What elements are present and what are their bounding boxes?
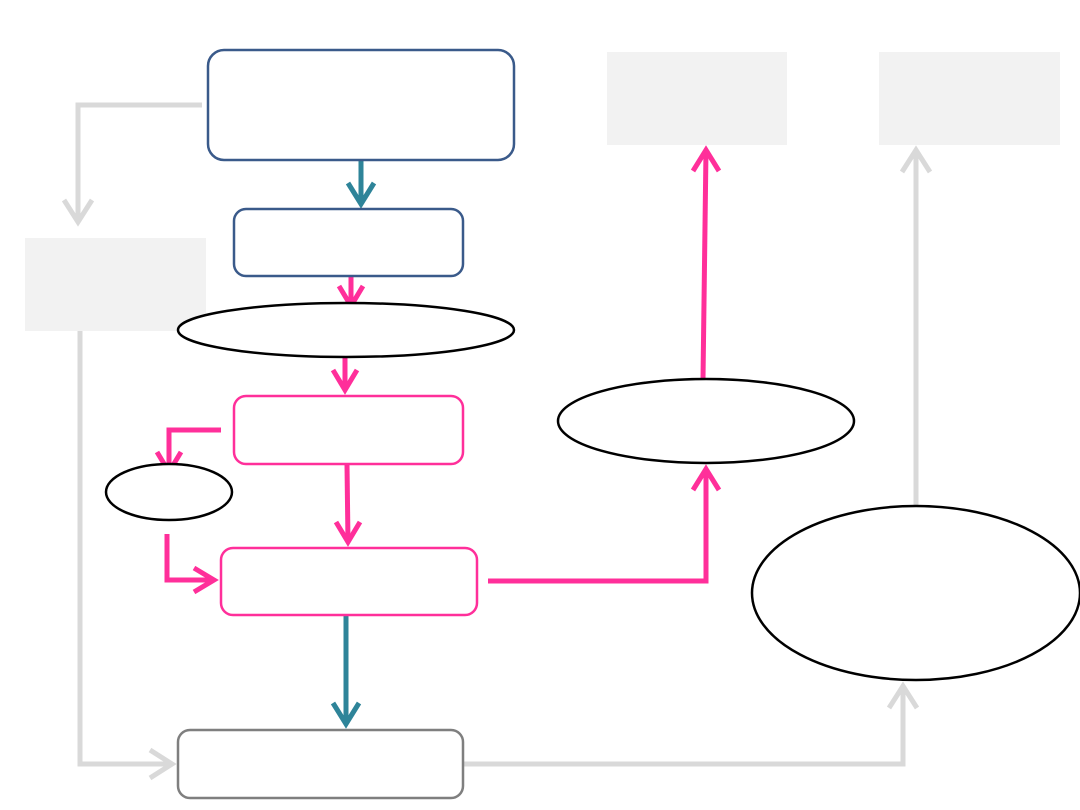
mid-right-ellipse	[556, 377, 856, 465]
small-ellipse	[104, 462, 234, 522]
edge-grayleft-to-bottom	[77, 331, 177, 781]
pink-box-1	[232, 394, 465, 466]
second-box	[232, 207, 465, 278]
large-ellipse	[750, 504, 1080, 682]
pink-box-2	[219, 546, 479, 617]
edge-top-to-grayleft	[61, 102, 202, 227]
edge-bottom-to-large	[464, 681, 920, 767]
gray-box-top-right	[879, 52, 1060, 145]
gray-box-top-mid	[607, 52, 787, 145]
edge-pink1-to-pink2	[333, 464, 363, 547]
bottom-box	[176, 728, 465, 800]
edge-small-to-pink2	[164, 534, 219, 595]
top-box	[206, 48, 516, 162]
edge-pink2-to-bottom	[330, 616, 362, 729]
gray-box-left	[25, 238, 206, 331]
edge-large-to-topright	[899, 145, 933, 506]
edge-midright-to-topmid	[690, 145, 722, 380]
ellipse-1	[176, 301, 516, 359]
edge-pink2-to-midright	[488, 464, 722, 584]
edge-top-to-second	[345, 160, 377, 209]
